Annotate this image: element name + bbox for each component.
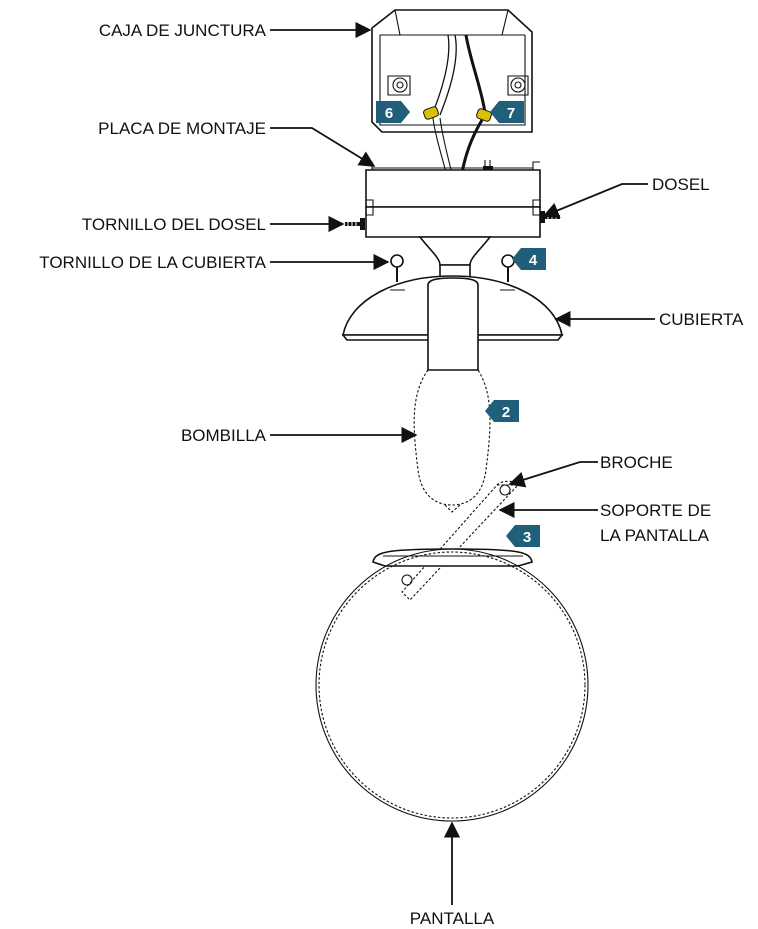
junction-box bbox=[371, 9, 533, 133]
label-canopy-screw: TORNILLO DEL DOSEL bbox=[82, 215, 266, 234]
label-cover: CUBIERTA bbox=[659, 310, 744, 329]
step-badge-6: 6 bbox=[376, 101, 410, 123]
canopy-screw-left-icon bbox=[345, 218, 365, 230]
step-badge-7: 7 bbox=[490, 101, 524, 123]
shade bbox=[315, 548, 589, 822]
step-badge-2: 2 bbox=[485, 400, 519, 422]
wire-connector-icon bbox=[423, 106, 439, 120]
svg-text:6: 6 bbox=[385, 105, 393, 122]
label-canopy: DOSEL bbox=[652, 175, 710, 194]
socket bbox=[427, 277, 479, 371]
step-badge-4: 4 bbox=[512, 248, 546, 270]
svg-text:2: 2 bbox=[502, 404, 510, 421]
wires bbox=[423, 34, 492, 211]
bulb bbox=[413, 369, 491, 513]
leader-clip bbox=[508, 461, 598, 488]
svg-text:3: 3 bbox=[523, 529, 531, 546]
step-badge-3: 3 bbox=[506, 525, 540, 547]
leader-mounting-plate bbox=[270, 127, 376, 167]
leader-canopy bbox=[542, 183, 648, 218]
label-clip: BROCHE bbox=[600, 453, 673, 472]
wire-connector-icon bbox=[476, 108, 492, 122]
canopy bbox=[365, 169, 541, 266]
label-shade: PANTALLA bbox=[410, 909, 495, 928]
shade-support bbox=[401, 480, 520, 601]
svg-text:4: 4 bbox=[529, 252, 538, 269]
svg-text:7: 7 bbox=[507, 105, 515, 122]
label-mounting-plate: PLACA DE MONTAJE bbox=[98, 119, 266, 138]
label-shade-support-line2: LA PANTALLA bbox=[600, 526, 710, 545]
label-junction-box: CAJA DE JUNCTURA bbox=[99, 21, 267, 40]
cover-screw-left-icon bbox=[390, 254, 404, 282]
label-bulb: BOMBILLA bbox=[181, 426, 267, 445]
label-cover-screw: TORNILLO DE LA CUBIERTA bbox=[39, 253, 266, 272]
label-shade-support-line1: SOPORTE DE bbox=[600, 501, 711, 520]
